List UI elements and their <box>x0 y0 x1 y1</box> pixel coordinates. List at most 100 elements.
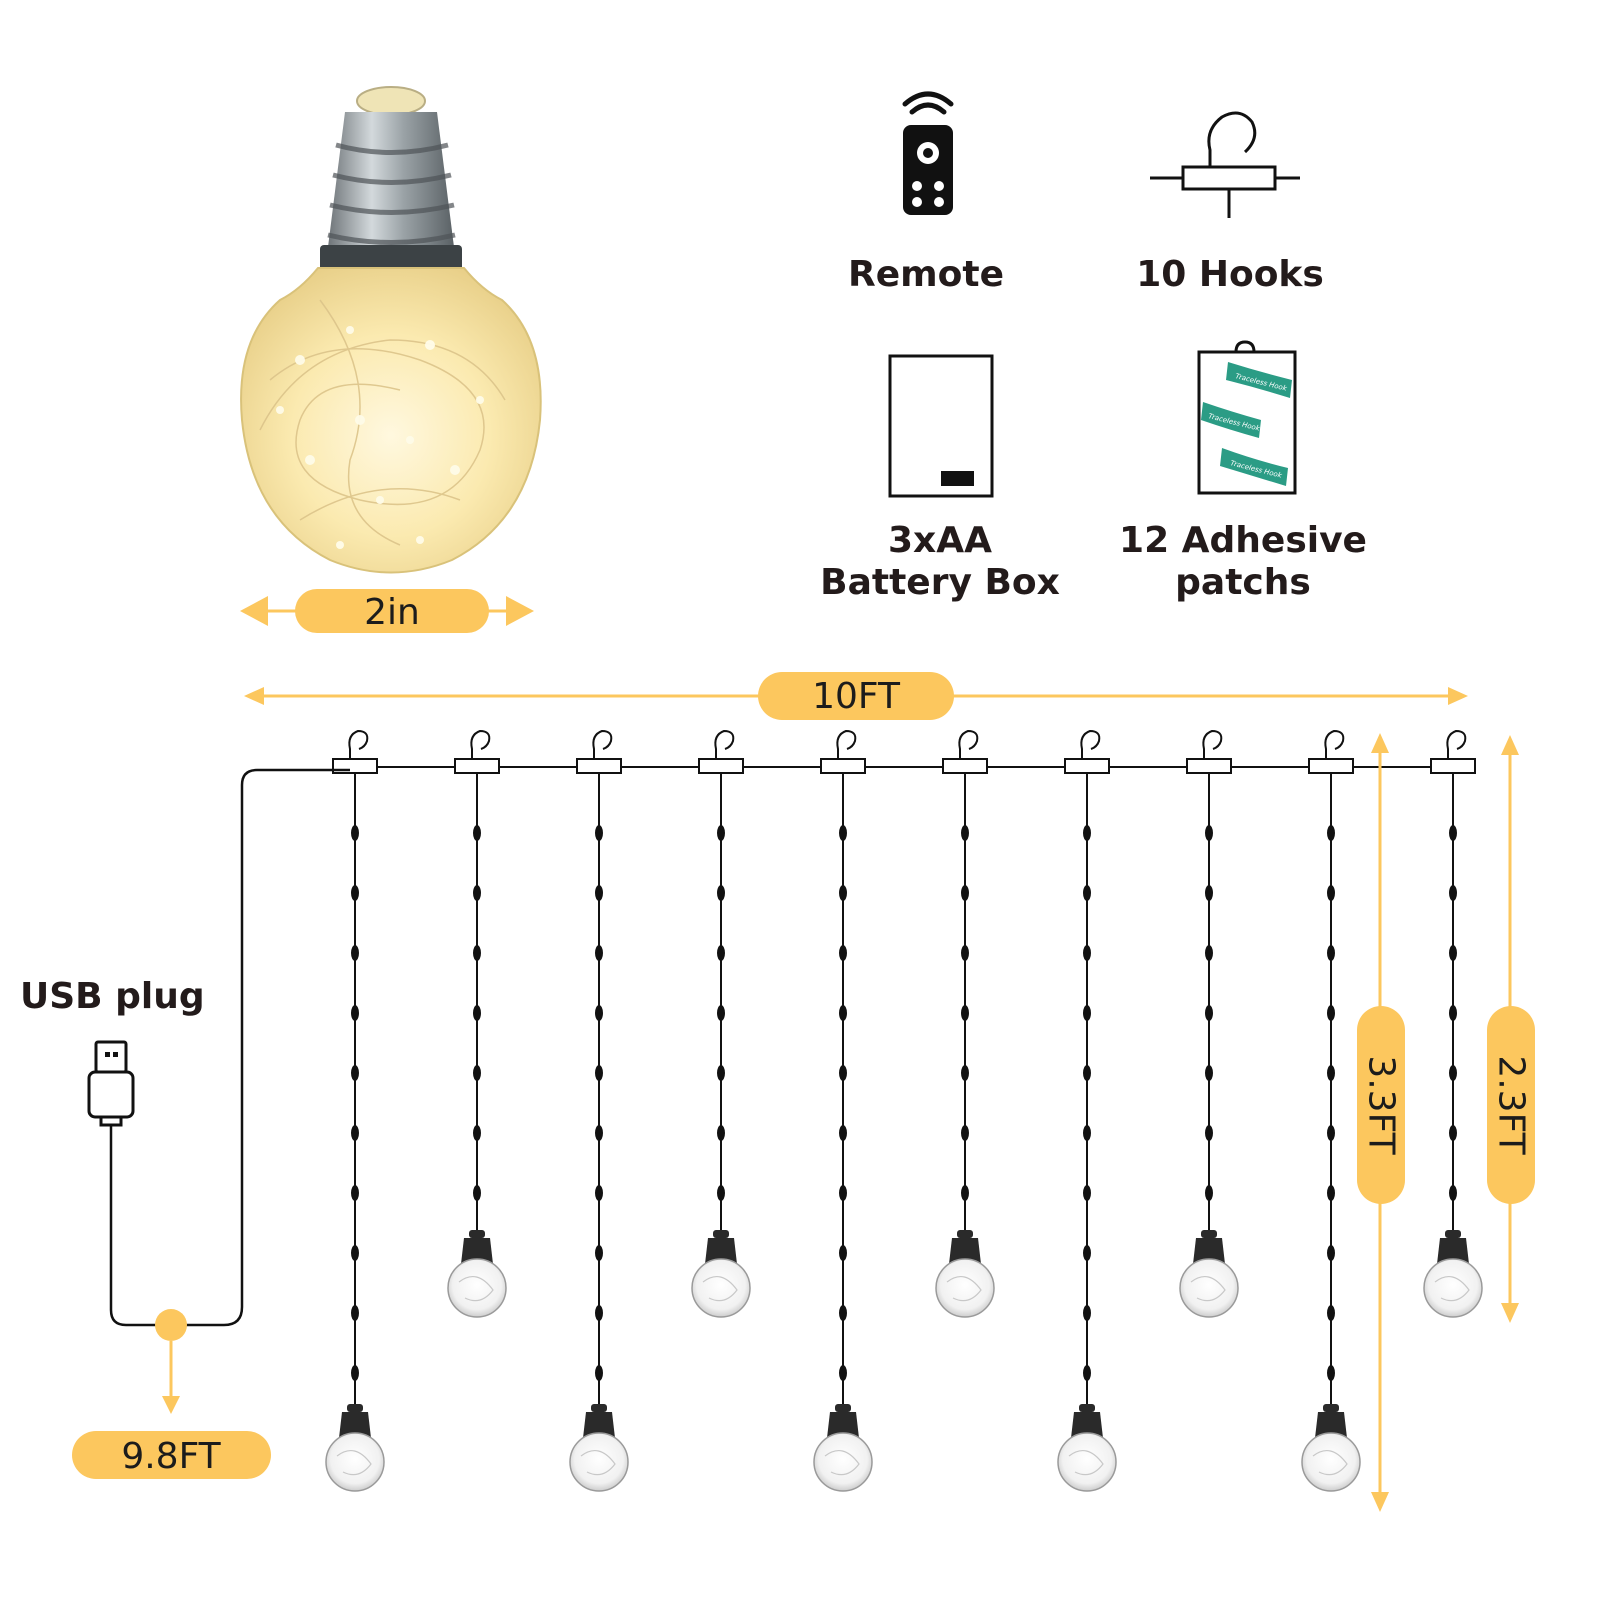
led-bead <box>595 1125 603 1141</box>
led-bead <box>1327 1005 1335 1021</box>
strand-hook <box>698 729 744 774</box>
led-bead <box>961 1125 969 1141</box>
led-bead <box>839 1305 847 1321</box>
small-bulb-icon <box>1301 1404 1361 1492</box>
led-bead <box>1205 885 1213 901</box>
led-bead <box>1083 1065 1091 1081</box>
led-bead <box>1327 1065 1335 1081</box>
led-bead <box>1449 885 1457 901</box>
led-bead <box>717 1185 725 1201</box>
battery-box-label-line2: Battery Box <box>820 562 1060 603</box>
led-bead <box>1327 825 1335 841</box>
led-bead <box>351 825 359 841</box>
usb-plug-label: USB plug <box>20 976 205 1017</box>
led-bead <box>717 885 725 901</box>
strand-hook <box>1308 729 1354 774</box>
usb-cable <box>109 768 350 1327</box>
led-bead <box>1327 945 1335 961</box>
long-strand-dimension: 3.3FT <box>1357 733 1405 1512</box>
small-bulb-icon <box>1057 1404 1117 1492</box>
led-bead <box>1327 885 1335 901</box>
led-bead <box>1205 825 1213 841</box>
led-bead <box>351 1065 359 1081</box>
led-bead <box>961 885 969 901</box>
led-bead <box>1327 1305 1335 1321</box>
led-bead <box>351 945 359 961</box>
bulb-illustration <box>240 86 542 574</box>
led-bead <box>1083 885 1091 901</box>
led-bead <box>595 1305 603 1321</box>
led-bead <box>961 1185 969 1201</box>
small-bulb-icon <box>569 1404 629 1492</box>
led-bead <box>1205 945 1213 961</box>
led-bead <box>1205 1005 1213 1021</box>
strand-hook <box>820 729 866 774</box>
bulb-width-dimension: 2in <box>240 589 534 633</box>
led-bead <box>839 1245 847 1261</box>
short-strand-dimension: 2.3FT <box>1487 735 1535 1323</box>
led-bead <box>595 885 603 901</box>
hooks-item: 10 Hooks <box>1136 111 1324 295</box>
strand-hook <box>1064 729 1110 774</box>
short-strand-label: 2.3FT <box>1491 1055 1532 1155</box>
led-bead <box>961 1065 969 1081</box>
small-bulb-icon <box>935 1230 995 1318</box>
led-bead <box>351 1305 359 1321</box>
strand-hook <box>454 729 500 774</box>
led-bead <box>1083 825 1091 841</box>
led-bead <box>717 1065 725 1081</box>
led-bead <box>961 825 969 841</box>
led-bead <box>717 945 725 961</box>
led-bead <box>1327 1185 1335 1201</box>
led-bead <box>961 1005 969 1021</box>
battery-box-icon <box>888 354 994 498</box>
strand-hook <box>1430 729 1476 774</box>
led-bead <box>1083 945 1091 961</box>
led-bead <box>595 825 603 841</box>
light-strand <box>1057 729 1117 1492</box>
led-bead <box>839 945 847 961</box>
battery-box-label-line1: 3xAA <box>888 520 992 561</box>
light-strand <box>1179 729 1239 1318</box>
usb-plug-icon <box>87 1040 135 1127</box>
led-bead <box>351 885 359 901</box>
remote-item: Remote <box>848 91 1004 295</box>
led-bead <box>717 1125 725 1141</box>
led-bead <box>1205 1185 1213 1201</box>
led-bead <box>1449 1005 1457 1021</box>
led-bead <box>351 1245 359 1261</box>
usb-section: USB plug 9.8FT <box>20 768 350 1479</box>
led-bead <box>839 1125 847 1141</box>
light-strand <box>813 729 873 1492</box>
small-bulb-icon <box>447 1230 507 1318</box>
led-bead <box>717 825 725 841</box>
small-bulb-icon <box>325 1404 385 1492</box>
adhesive-patches-item: Traceless Hook Traceless Hook Traceless … <box>1119 340 1367 603</box>
led-bead <box>473 1185 481 1201</box>
led-bead <box>1083 1005 1091 1021</box>
led-bead <box>595 1365 603 1381</box>
led-bead <box>595 1245 603 1261</box>
led-bead <box>351 1005 359 1021</box>
adhesive-patch-card-icon: Traceless Hook Traceless Hook Traceless … <box>1197 340 1297 495</box>
led-bead <box>473 825 481 841</box>
led-bead <box>839 825 847 841</box>
small-bulb-icon <box>1179 1230 1239 1318</box>
strand-hook <box>576 729 622 774</box>
light-strand <box>1423 729 1483 1318</box>
curtain-light-strands <box>325 729 1483 1492</box>
led-bead <box>839 1185 847 1201</box>
light-strand <box>935 729 995 1318</box>
lead-cable-label: 9.8FT <box>121 1436 221 1477</box>
led-bead <box>351 1125 359 1141</box>
led-bead <box>351 1185 359 1201</box>
led-bead <box>1449 1185 1457 1201</box>
battery-box-item: 3xAA Battery Box <box>820 354 1060 603</box>
adhesive-patches-label-line2: patchs <box>1175 562 1311 603</box>
led-bead <box>595 1185 603 1201</box>
led-bead <box>1083 1125 1091 1141</box>
led-bead <box>1449 825 1457 841</box>
led-bead <box>473 1125 481 1141</box>
bulb-width-label: 2in <box>364 592 420 633</box>
led-bead <box>1449 1065 1457 1081</box>
